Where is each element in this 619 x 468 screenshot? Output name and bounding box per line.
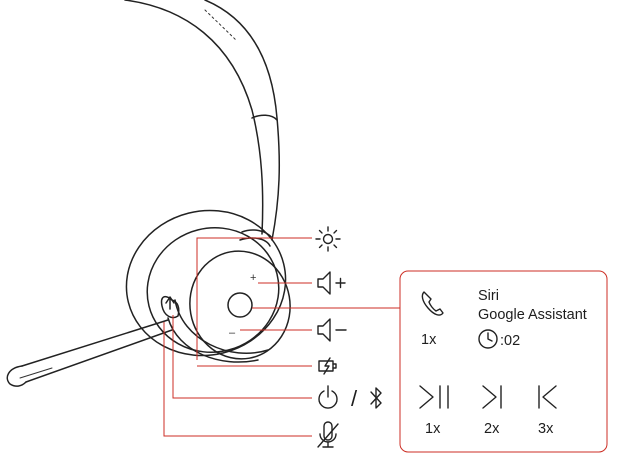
plus-mark: + [250,272,256,284]
assistant-google-label: Google Assistant [478,307,587,323]
power-icon [318,385,338,409]
center-button [227,292,253,318]
next-track-press-count: 2x [484,421,500,437]
light-callout [196,237,312,360]
battery-charging-icon [318,357,337,375]
next-track-icon [482,385,502,409]
play-pause-press-count: 1x [425,421,441,437]
assistant-hold-duration: :02 [500,333,520,349]
bluetooth-icon [370,387,382,409]
volume-up-icon [317,271,346,295]
microphone-muted-icon [317,421,339,448]
phone-press-count: 1x [421,332,437,348]
phone-icon [421,291,444,316]
play-pause-icon [419,385,449,409]
call-controls-panel [399,270,608,453]
mute-callout [163,322,312,437]
assistant-siri-label: Siri [478,288,499,304]
previous-track-icon [538,385,557,409]
power-bluetooth-separator: / [351,386,358,411]
headset-illustration: + – [6,0,291,387]
sun-icon [315,226,341,252]
volume-down-icon [317,318,347,342]
minus-mark: – [229,327,236,339]
headband [124,0,281,247]
callout-lines [163,237,608,453]
control-face: + – [227,272,256,339]
previous-track-press-count: 3x [538,421,554,437]
ear-cup [125,209,291,363]
clock-icon [478,329,498,349]
power-callout [172,315,312,399]
boom-microphone [6,295,180,387]
